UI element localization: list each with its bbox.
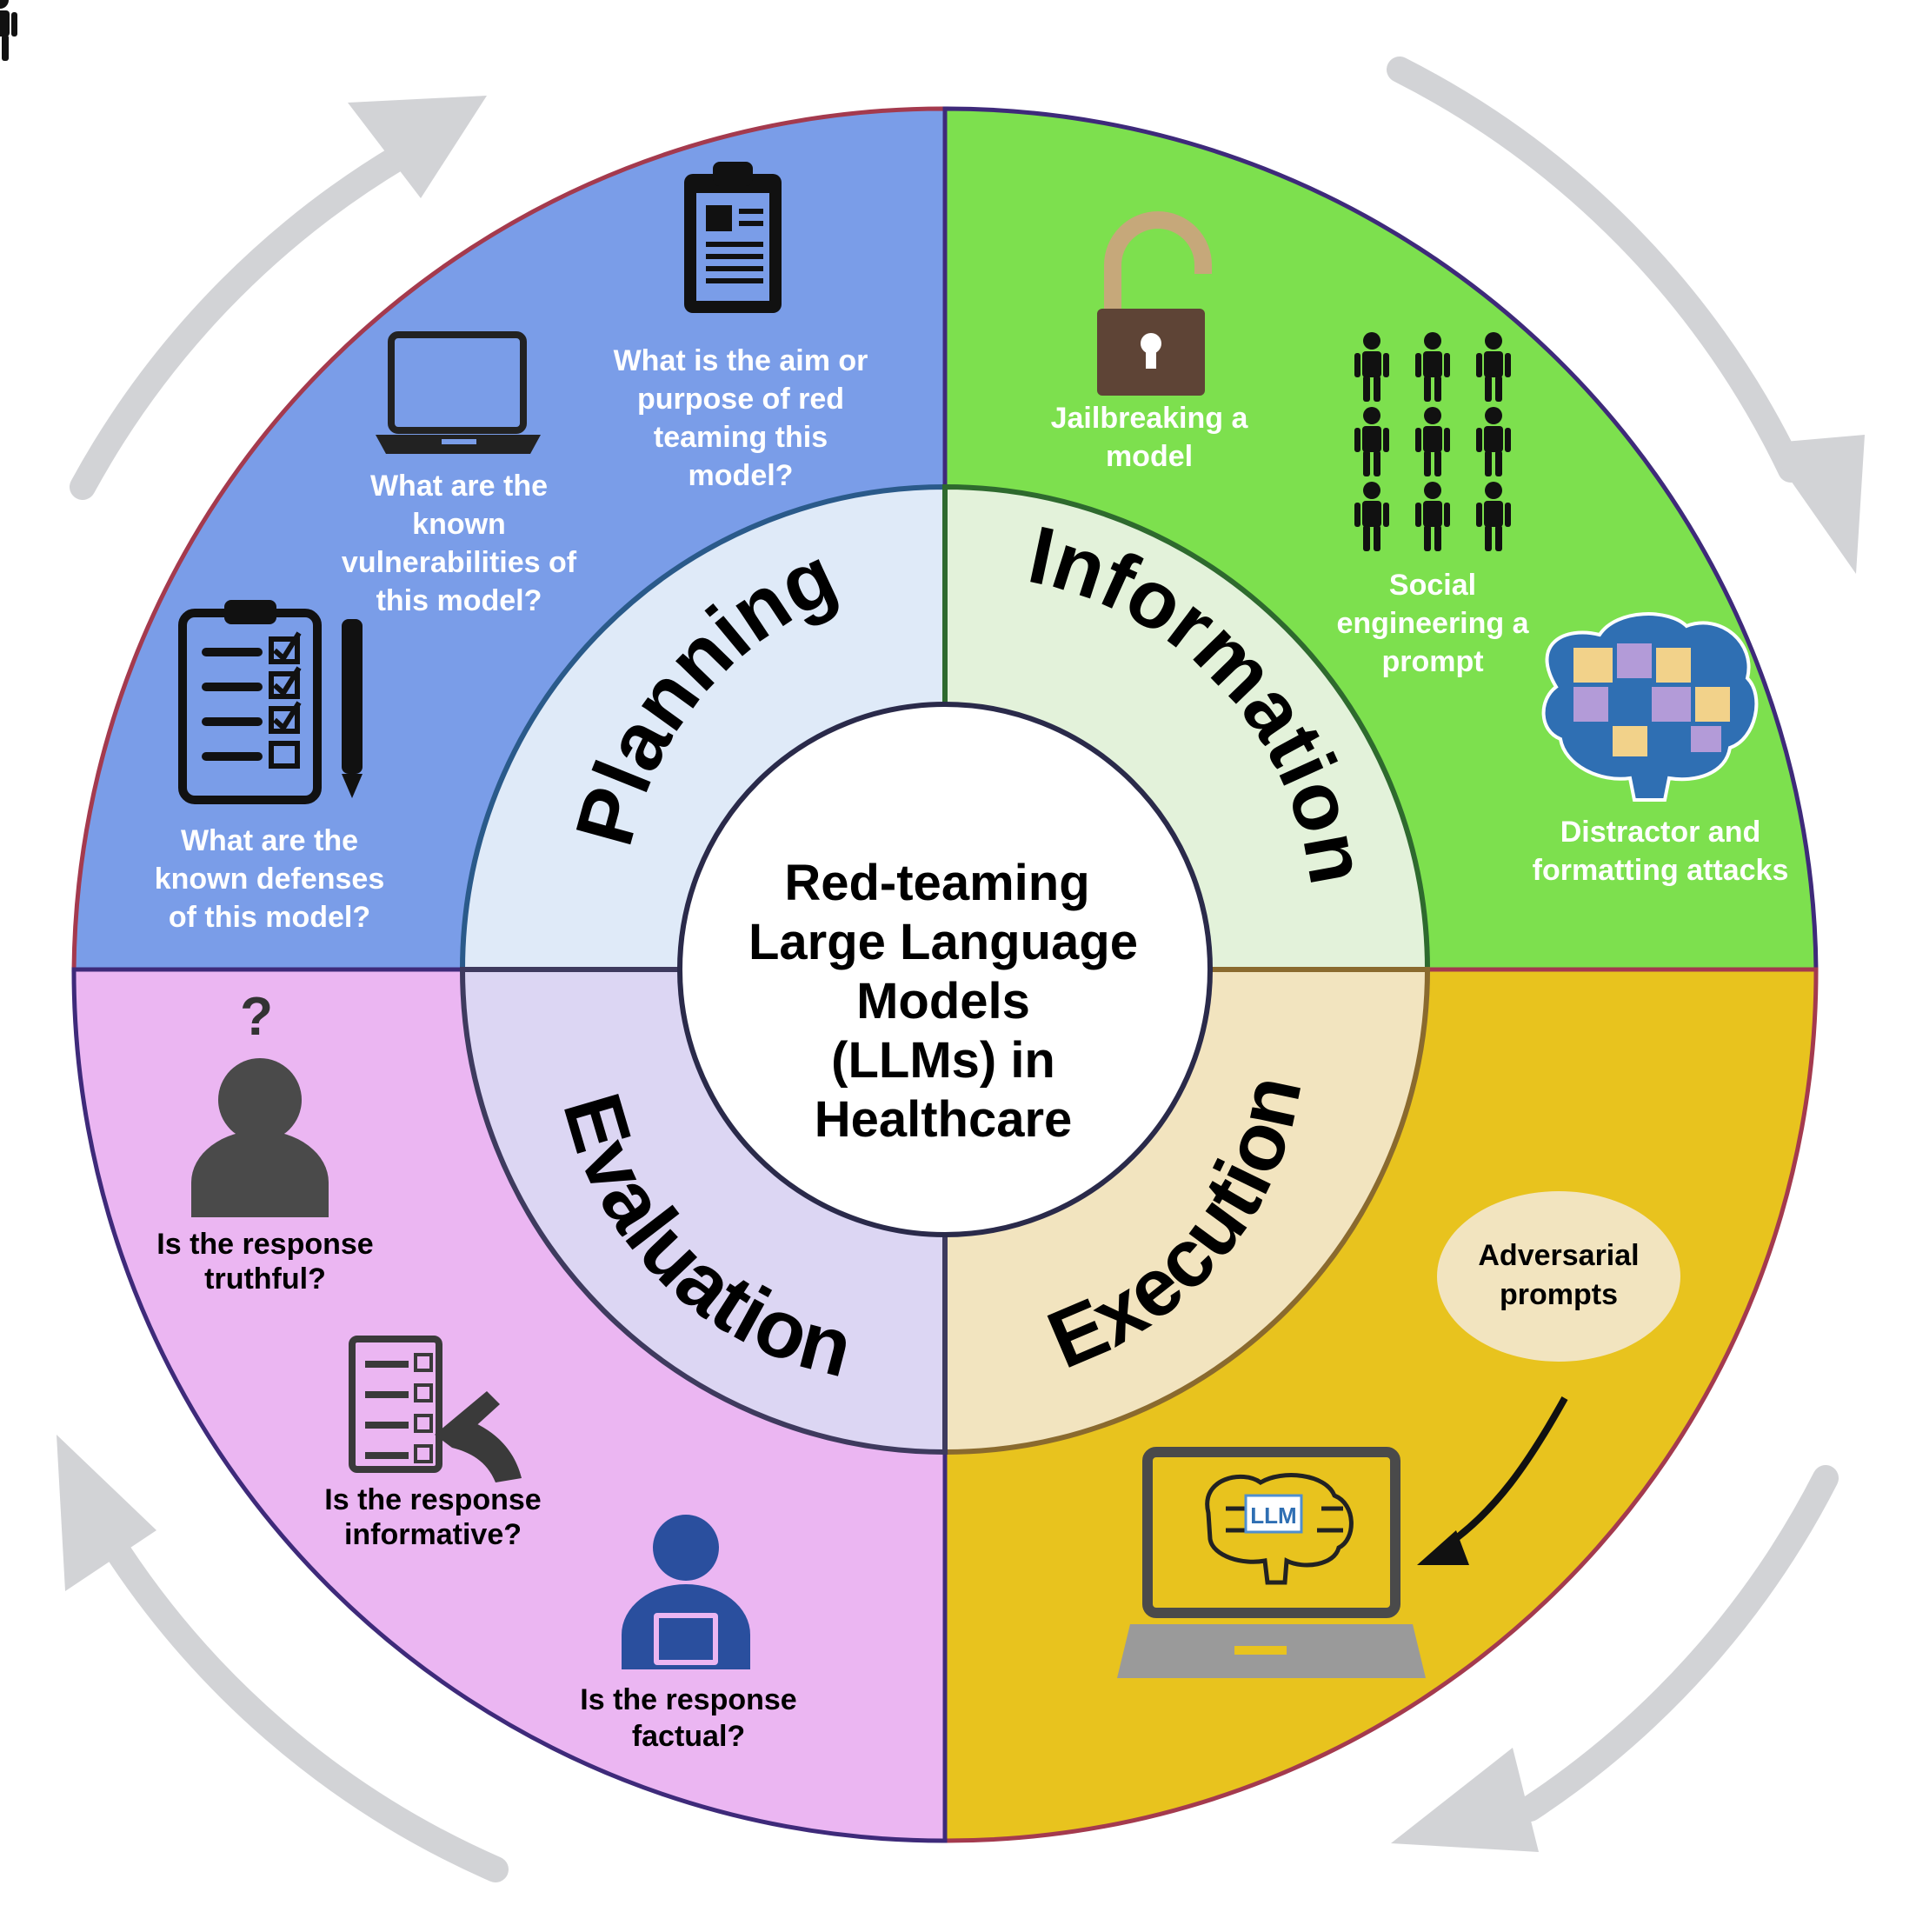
- center-line-1: Red-teaming: [784, 855, 1089, 911]
- svg-text:of this model?: of this model?: [169, 901, 370, 934]
- cycle-arrow-bottom-right: [1517, 1465, 1839, 1822]
- people-group-icon: [0, 0, 1511, 551]
- information-distractor-text: Distractor and formatting attacks: [1533, 816, 1789, 887]
- planning-vulnerabilities-text: What are the known vulnerabilities of th…: [342, 470, 577, 617]
- information-social-text: Social engineering a prompt: [1336, 569, 1529, 678]
- svg-text:purpose of red: purpose of red: [637, 383, 844, 416]
- svg-text:Adversarial: Adversarial: [1478, 1239, 1639, 1272]
- llm-badge-label: LLM: [1250, 1502, 1296, 1529]
- cycle-arrow-top-right: [1387, 57, 1804, 483]
- cycle-arrowhead-bottom-left: [57, 1435, 156, 1591]
- checklist-clipboard-icon: [178, 600, 322, 804]
- information-jailbreak-text: Jailbreaking a model: [1051, 402, 1249, 473]
- clipboard-document-icon: [684, 162, 782, 313]
- cycle-arrowhead-top-right: [1765, 435, 1865, 574]
- svg-text:?: ?: [240, 987, 273, 1047]
- svg-text:What is the aim or: What is the aim or: [614, 344, 868, 377]
- evaluation-informative-text: Is the response informative?: [324, 1483, 541, 1551]
- svg-text:factual?: factual?: [632, 1720, 745, 1753]
- planning-aim-text: What is the aim or purpose of red teamin…: [614, 344, 868, 492]
- svg-text:Social: Social: [1389, 569, 1476, 602]
- svg-text:Is the response: Is the response: [580, 1683, 796, 1716]
- question-person-icon: ?: [191, 987, 329, 1217]
- svg-text:known defenses: known defenses: [155, 863, 385, 896]
- svg-text:Is the response: Is the response: [156, 1228, 373, 1261]
- cycle-arrow-top-left: [70, 143, 413, 500]
- cycle-arrowhead-bottom-right: [1391, 1748, 1539, 1852]
- svg-text:engineering a: engineering a: [1336, 607, 1529, 640]
- svg-text:this model?: this model?: [376, 584, 542, 617]
- curved-arrow-icon: [1440, 1396, 1568, 1551]
- svg-text:What are the: What are the: [181, 824, 358, 857]
- svg-text:prompt: prompt: [1381, 645, 1483, 678]
- svg-text:Distractor and: Distractor and: [1560, 816, 1761, 849]
- laptop-icon: [376, 331, 541, 454]
- planning-defenses-text: What are the known defenses of this mode…: [155, 824, 385, 934]
- svg-text:known: known: [412, 508, 506, 541]
- circuit-brain-icon: [1205, 1473, 1354, 1585]
- execution-adversarial-text: Adversarial prompts: [1478, 1239, 1639, 1311]
- svg-text:vulnerabilities of: vulnerabilities of: [342, 546, 577, 579]
- svg-text:model: model: [1106, 440, 1193, 473]
- cycle-arrow-bottom-left: [91, 1517, 509, 1882]
- evaluation-factual-text: Is the response factual?: [580, 1683, 796, 1753]
- svg-text:informative?: informative?: [344, 1518, 522, 1551]
- center-line-4: (LLMs) in: [831, 1032, 1055, 1089]
- person-reading-icon: [622, 1515, 750, 1669]
- center-line-2: Large Language: [748, 914, 1138, 970]
- svg-text:teaming this: teaming this: [654, 421, 828, 454]
- svg-text:formatting attacks: formatting attacks: [1533, 854, 1789, 887]
- svg-text:What are the: What are the: [370, 470, 548, 503]
- puzzle-brain-icon: [1541, 612, 1759, 802]
- unlocked-padlock-icon: [1097, 211, 1212, 396]
- curved-arrowhead-icon: [1417, 1530, 1469, 1565]
- svg-text:model?: model?: [689, 459, 794, 492]
- checklist-hand-icon: [349, 1336, 522, 1482]
- center-line-3: Models: [856, 973, 1030, 1029]
- cycle-arrowhead-top-left: [348, 96, 487, 198]
- center-title: Red-teaming Large Language Models (LLMs)…: [748, 855, 1138, 1148]
- cycle-arrows: [57, 57, 1865, 1882]
- adversarial-prompts-bubble: [1437, 1191, 1680, 1362]
- llm-laptop-icon: LLM: [1117, 1447, 1426, 1678]
- svg-text:Is the response: Is the response: [324, 1483, 541, 1516]
- evaluation-truthful-text: Is the response truthful?: [156, 1228, 373, 1296]
- center-circle: [677, 702, 1213, 1237]
- pencil-icon: [342, 619, 363, 798]
- svg-text:Jailbreaking a: Jailbreaking a: [1051, 402, 1249, 435]
- center-line-5: Healthcare: [815, 1091, 1073, 1148]
- svg-text:prompts: prompts: [1500, 1278, 1618, 1311]
- svg-text:truthful?: truthful?: [204, 1262, 326, 1296]
